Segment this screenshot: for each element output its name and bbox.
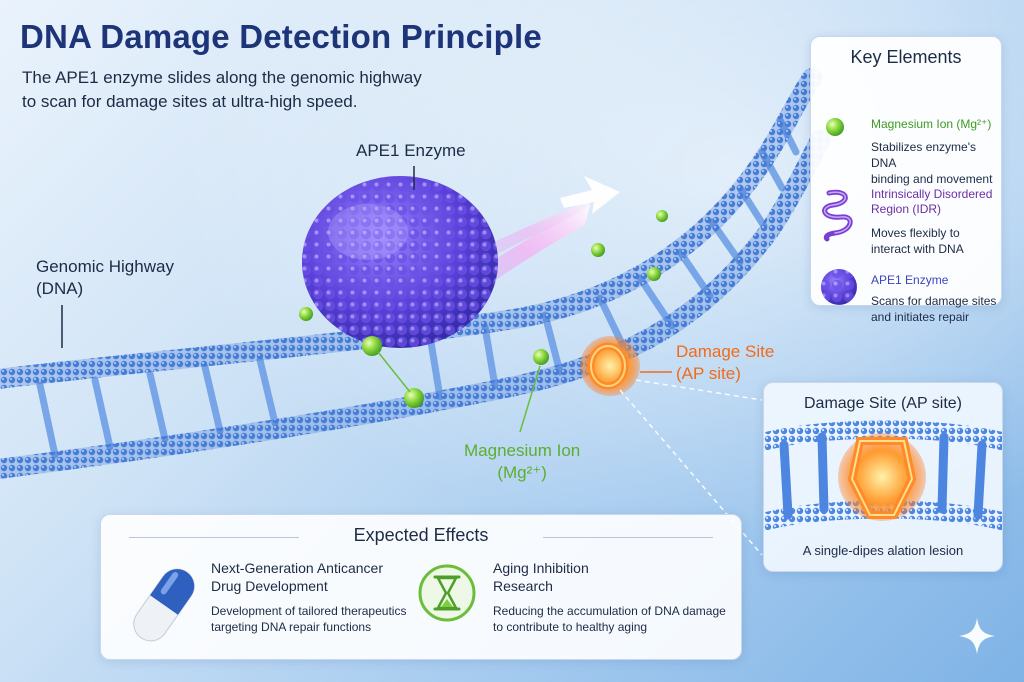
magnesium-ions — [299, 210, 668, 408]
key-item-desc: Moves flexibly to interact with DNA — [871, 225, 1003, 257]
effects-title: Expected Effects — [353, 525, 489, 545]
label-line: Genomic Highway — [36, 257, 174, 276]
magnesium-ion-label: Magnesium Ion (Mg²⁺) — [464, 440, 580, 484]
key-desc-line: Moves flexibly to — [871, 226, 960, 240]
key-item-desc: Scans for damage sites and initiates rep… — [871, 293, 1003, 325]
effect-desc-line: Development of tailored therapeutics — [211, 604, 407, 618]
label-line: (AP site) — [676, 364, 741, 383]
effect-desc-line: to contribute to healthy aging — [493, 620, 648, 634]
key-desc-line: Stabilizes enzyme's DNA — [871, 140, 976, 170]
ape1-enzyme — [302, 176, 498, 348]
key-item-name: Magnesium Ion (Mg²⁺) — [871, 117, 1003, 132]
label-line: (Mg²⁺) — [497, 463, 547, 482]
label-line: Damage Site — [676, 342, 775, 361]
capsule-icon — [133, 568, 195, 642]
effect-name-line: Research — [493, 578, 553, 594]
page-subtitle: The APE1 enzyme slides along the genomic… — [22, 66, 482, 114]
key-item-name: APE1 Enzyme — [871, 273, 1003, 288]
genomic-highway-label: Genomic Highway (DNA) — [36, 256, 174, 300]
effect-desc-line: Reducing the accumulation of DNA damage — [493, 604, 726, 618]
subtitle-line: The APE1 enzyme slides along the genomic… — [22, 68, 422, 87]
hourglass-icon — [418, 564, 476, 622]
key-desc-line: binding and movement — [871, 172, 993, 186]
effect-name-line: Next-Generation Anticancer — [211, 560, 383, 576]
key-name-line: APE1 Enzyme — [871, 273, 949, 287]
subtitle-line: to scan for damage sites at ultra-high s… — [22, 92, 358, 111]
key-item-name: Intrinsically Disordered Region (IDR) — [871, 187, 1003, 217]
effect-name: Aging Inhibition Research — [493, 559, 733, 595]
label-line: Magnesium Ion — [464, 441, 581, 460]
damage-inset-caption: A single-dipes alation lesion — [802, 543, 964, 558]
key-desc-line: Scans for damage sites — [871, 294, 997, 308]
key-name-line: Intrinsically Disordered — [871, 187, 993, 201]
label-line: (DNA) — [36, 279, 84, 298]
effect-name: Next-Generation Anticancer Drug Developm… — [211, 559, 431, 595]
key-name-line: Magnesium Ion (Mg²⁺) — [871, 117, 992, 131]
effect-desc-line: targeting DNA repair functions — [211, 620, 372, 634]
effect-name-line: Drug Development — [211, 578, 328, 594]
page-title: DNA Damage Detection Principle — [20, 18, 542, 55]
sparkle-icon — [959, 618, 995, 654]
damage-site-inset: Damage Site (AP site) A single-dipes ala… — [763, 382, 1003, 572]
damage-site — [580, 336, 640, 396]
key-elements-panel: Key Elements Magnesium Ion (Mg²⁺) Stabil… — [810, 36, 1003, 324]
magnesium-ion-icon — [826, 118, 844, 136]
damage-closeup-illustration — [764, 420, 1002, 532]
magnesium-pointers — [377, 351, 541, 433]
damage-site-label: Damage Site (AP site) — [676, 341, 774, 385]
key-item-desc: Stabilizes enzyme's DNA binding and move… — [871, 139, 1003, 187]
expected-effects-panel: Expected Effects Next-Generation Antican… — [100, 514, 742, 660]
ape1-enzyme-icon — [821, 269, 857, 305]
effect-desc: Reducing the accumulation of DNA damage … — [493, 603, 743, 635]
effects-divider — [129, 537, 299, 538]
damage-inset-title: Damage Site (AP site) — [804, 395, 962, 412]
enzyme-label: APE1 Enzyme — [356, 141, 466, 160]
dna-backbones — [0, 68, 830, 479]
effect-desc: Development of tailored therapeutics tar… — [211, 603, 431, 635]
key-name-line: Region (IDR) — [871, 202, 942, 216]
effects-divider — [543, 537, 713, 538]
direction-arrow-icon — [560, 176, 620, 214]
key-desc-line: and initiates repair — [871, 310, 970, 324]
key-elements-title: Key Elements — [850, 47, 962, 67]
effect-name-line: Aging Inhibition — [493, 560, 589, 576]
key-desc-line: interact with DNA — [871, 242, 964, 256]
idr-squiggle-icon — [822, 189, 853, 242]
